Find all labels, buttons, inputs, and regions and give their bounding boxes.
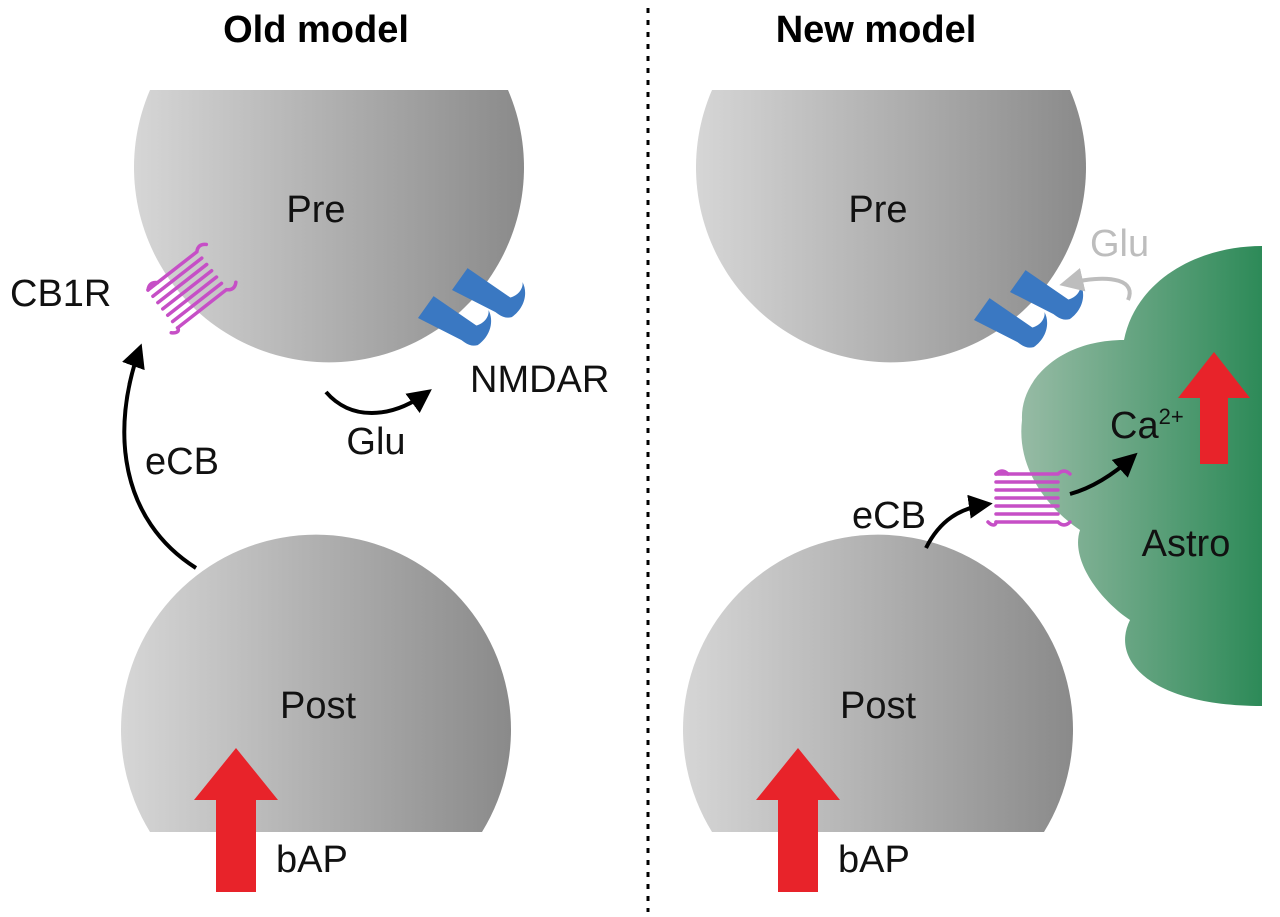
old-bap-label: bAP	[276, 839, 348, 881]
old-glu-label: Glu	[346, 421, 405, 463]
new-bap-label: bAP	[838, 839, 910, 881]
old-post-label: Post	[280, 685, 356, 727]
old-pre-cell	[133, 90, 524, 363]
curved-arrow-icon	[324, 389, 432, 415]
astrocyte-cell	[1021, 246, 1262, 706]
curved-arrow-icon	[1059, 267, 1132, 301]
new-ecb-label: eCB	[852, 495, 926, 537]
new-glu-label: Glu	[1090, 223, 1149, 265]
cb1r-label: CB1R	[10, 273, 111, 315]
ca-base: Ca	[1110, 405, 1159, 447]
curved-arrow-icon	[924, 494, 993, 549]
red-up-arrow-icon	[1178, 352, 1250, 464]
curved-arrow-icon	[122, 343, 198, 570]
old-ecb-label: eCB	[145, 441, 219, 483]
red-up-arrow-icon	[756, 748, 840, 892]
curved-arrow-icon	[1069, 452, 1138, 496]
new-model-title: New model	[776, 9, 977, 51]
old-post-cell	[121, 534, 512, 832]
new-pre-label: Pre	[848, 189, 907, 231]
astro-label: Astro	[1142, 523, 1231, 565]
old-pre-label: Pre	[286, 189, 345, 231]
new-post-label: Post	[840, 685, 916, 727]
red-up-arrow-icon	[194, 748, 278, 892]
new-pre-cell	[696, 90, 1086, 363]
ca-superscript: 2+	[1159, 404, 1184, 429]
old-model-title: Old model	[223, 9, 409, 51]
ca-label: Ca2+	[1110, 404, 1184, 447]
new-post-cell	[683, 534, 1073, 832]
nmdar-label: NMDAR	[470, 359, 609, 401]
